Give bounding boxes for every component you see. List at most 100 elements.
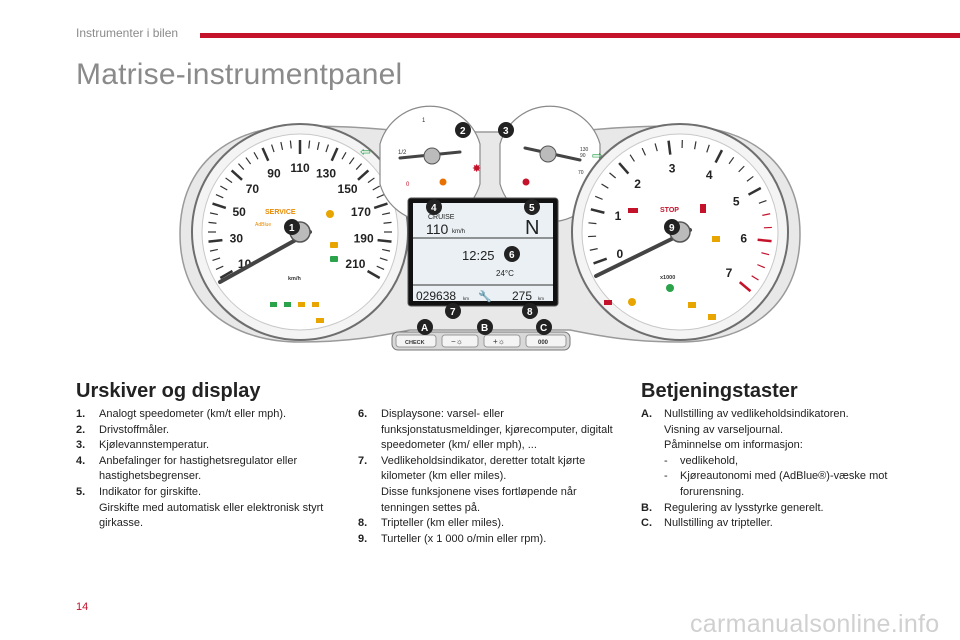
- speed-tick: [330, 147, 339, 162]
- brightness-minus-button[interactable]: [441, 334, 479, 348]
- rpm-tick-label: 3: [669, 161, 676, 175]
- callout-3: 3: [498, 122, 514, 138]
- speed-tick: [261, 147, 270, 162]
- bullet-dash: -: [664, 470, 668, 483]
- speed-tick: [245, 157, 252, 165]
- rpm-tick: [609, 172, 617, 179]
- oil-pressure-icon: [628, 208, 638, 213]
- page-title: Matrise-instrumentpanel: [76, 58, 403, 91]
- list-item: 1. Analogt speedometer (km/t eller mph).: [76, 407, 336, 423]
- fuel-tick-1: 1: [422, 118, 426, 124]
- speed-tick: [270, 144, 275, 153]
- rpm-tick: [590, 208, 605, 214]
- bullet-text: Kjøreautonomi med (AdBlue®)-væske mot fo…: [680, 470, 888, 498]
- display-speed: 110: [426, 221, 449, 237]
- bullet-item: - Kjøreautonomi med (AdBlue®)-væske mot …: [641, 469, 891, 500]
- svg-text:7: 7: [450, 307, 456, 318]
- rpm-unit-label: x1000: [660, 275, 675, 281]
- svg-text:4: 4: [431, 203, 437, 214]
- speed-tick-label: 110: [290, 161, 310, 175]
- list-item: 2. Drivstoffmåler.: [76, 423, 336, 439]
- parking-icon: [312, 302, 319, 307]
- speed-tick-label: 130: [316, 167, 336, 181]
- list-item: B. Regulering av lysstyrke generelt.: [641, 501, 891, 517]
- svg-text:8: 8: [527, 307, 533, 318]
- svg-text:5: 5: [529, 203, 535, 214]
- rpm-tick: [601, 183, 609, 189]
- speed-tick: [366, 269, 381, 280]
- rpm-tick: [594, 195, 603, 200]
- item-text: Drivstoffmåler.: [99, 423, 170, 436]
- fuel-gauge: 1 1/2 0: [379, 105, 481, 223]
- temp-tick-70: 70: [578, 170, 584, 176]
- list-item: 7. Vedlikeholdsindikator, deretter total…: [358, 454, 620, 485]
- watermark: carmanualsonline.info: [690, 610, 940, 638]
- rpm-tick: [641, 147, 646, 156]
- list-item: C. Nullstilling av tripteller.: [641, 516, 891, 532]
- rpm-tick-label: 2: [634, 177, 641, 191]
- running-header-text: Instrumenter i bilen: [76, 26, 179, 40]
- rpm-tick: [758, 199, 767, 204]
- display-time: 12:25: [462, 248, 495, 263]
- particle-filter-icon: [316, 318, 324, 323]
- display-speed-unit: km/h: [452, 229, 465, 235]
- speed-unit-label: km/h: [288, 276, 301, 282]
- callout-9: 9: [664, 219, 680, 235]
- speed-tick: [230, 169, 243, 181]
- item-text: Nullstilling av vedlikeholdsindikatoren.: [664, 408, 849, 420]
- display-cruise: CRUISE: [428, 214, 455, 221]
- rpm-tick-label: 4: [706, 168, 713, 182]
- display-wrench-icon: 🔧: [478, 289, 492, 303]
- callout-8: 8: [522, 303, 538, 319]
- item-text: Tripteller (km eller miles).: [381, 517, 505, 530]
- rpm-tick: [738, 281, 752, 293]
- engine-icon: [712, 236, 720, 242]
- check-button[interactable]: [395, 334, 437, 348]
- list-item: 4. Anbefalinger for hastighetsregulator …: [76, 454, 336, 485]
- rpm-tick: [693, 141, 697, 150]
- item-number: 1.: [76, 408, 86, 420]
- bullet-dash: -: [664, 454, 668, 467]
- brightness-minus-label: −☼: [451, 337, 463, 346]
- item-number: 5.: [76, 485, 86, 498]
- esp-icon: [688, 302, 696, 308]
- list-item: 6. Displaysone: varsel- eller funksjonst…: [358, 407, 620, 454]
- speed-tick: [316, 141, 320, 150]
- rpm-tick: [589, 248, 598, 251]
- display-temperature: 24°C: [496, 269, 514, 278]
- fuel-tick-half: 1/2: [398, 150, 407, 156]
- speed-tick: [219, 269, 234, 280]
- rpm-tick-label: 5: [733, 194, 740, 208]
- display-odo-unit: km: [463, 296, 469, 301]
- speed-tick: [382, 248, 391, 252]
- display-range: 275: [512, 289, 532, 303]
- fuel-tick-0: 0: [406, 182, 410, 188]
- speed-tick: [357, 169, 370, 181]
- fog-light-icon: [270, 302, 277, 307]
- rpm-tick: [654, 143, 658, 152]
- abs-icon: [708, 314, 716, 320]
- rpm-tick: [618, 162, 630, 175]
- callout-4: 4: [426, 199, 442, 215]
- svg-text:2: 2: [460, 126, 466, 137]
- brake-icon: [628, 298, 636, 306]
- brightness-plus-button[interactable]: [483, 334, 521, 348]
- rpm-tick: [667, 140, 672, 155]
- speed-tick: [212, 202, 227, 210]
- speed-tick: [372, 185, 380, 191]
- item-number: 2.: [76, 423, 86, 436]
- rpm-tick: [751, 275, 759, 281]
- speed-tick: [355, 163, 363, 170]
- item-text: Turteller (x 1 000 o/min eller rpm).: [381, 532, 547, 545]
- rpm-ticks: [588, 140, 772, 293]
- speed-tick-label: 210: [345, 257, 365, 271]
- brightness-plus-label: +☼: [493, 337, 505, 346]
- item-extra-text: Girskifte med automatisk eller elektroni…: [99, 501, 324, 530]
- callout-5: 5: [524, 199, 540, 215]
- item-number: C.: [641, 517, 652, 530]
- speed-tick: [225, 177, 233, 184]
- trip-reset-button[interactable]: [525, 334, 567, 348]
- item-text: Vedlikeholdsindikator, deretter totalt k…: [381, 454, 586, 483]
- stop-label: STOP: [660, 207, 679, 214]
